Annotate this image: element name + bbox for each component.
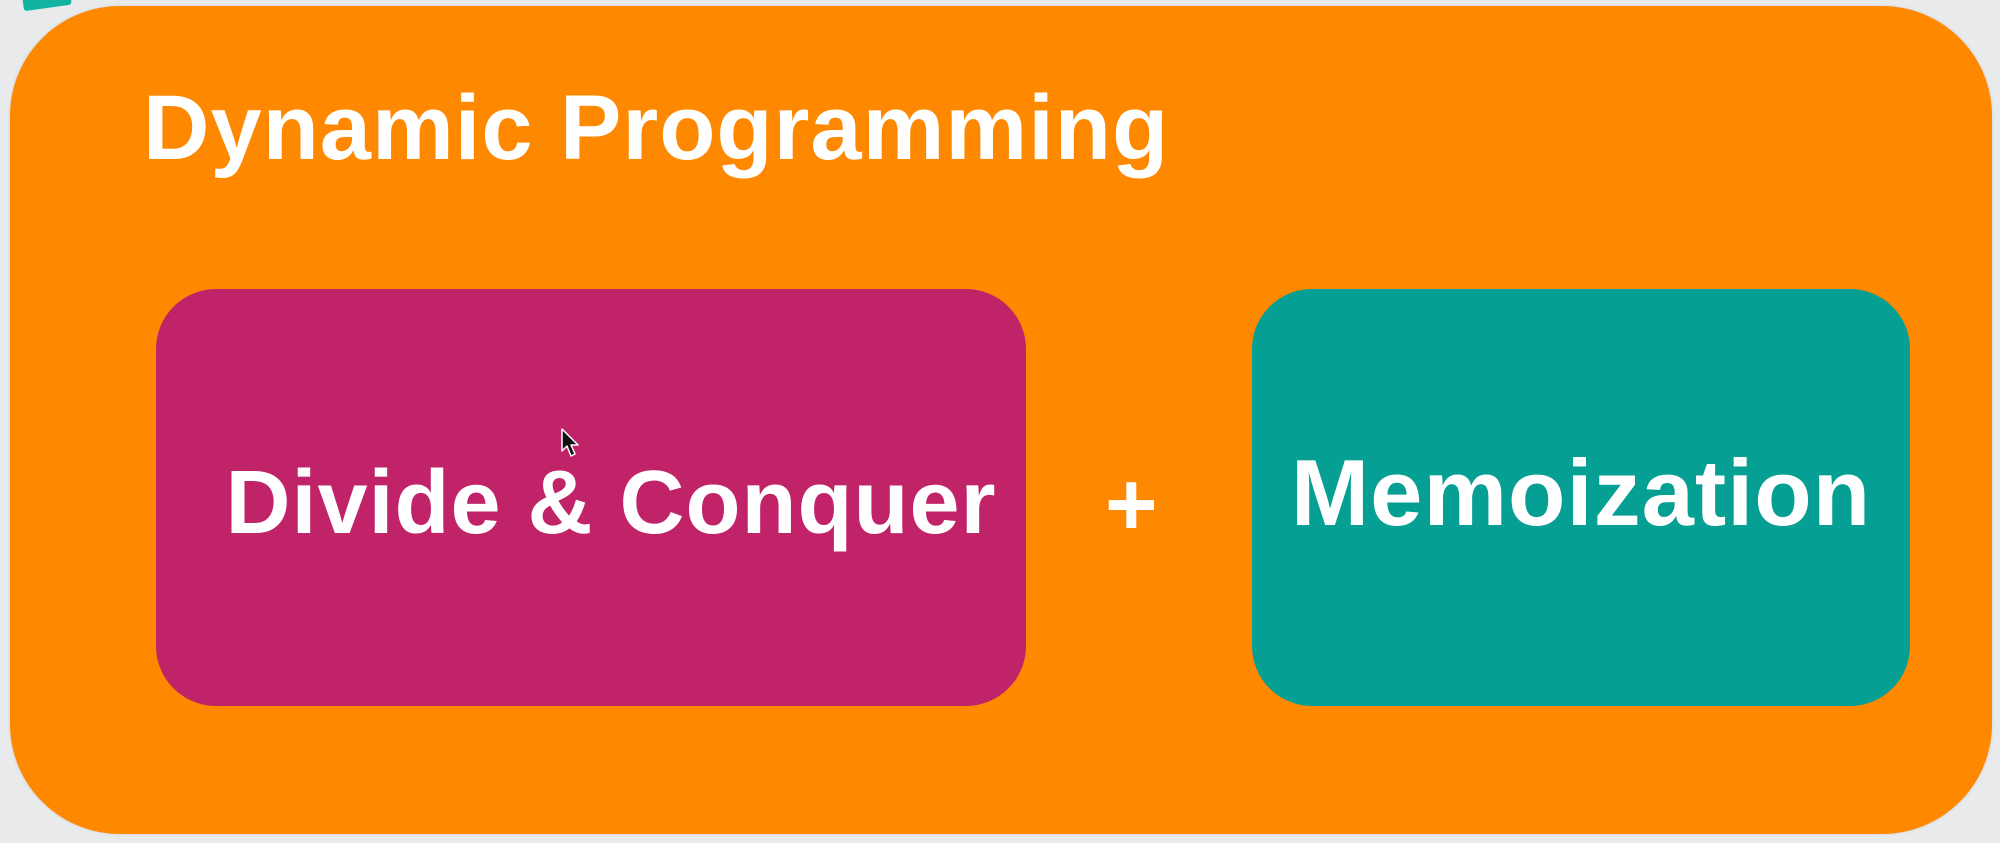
divide-and-conquer-label: Divide & Conquer <box>225 452 997 553</box>
memoization-label: Memoization <box>1290 439 1872 545</box>
diagram-title: Dynamic Programming <box>143 77 1170 179</box>
memoization-box: Memoization <box>1252 289 1910 706</box>
divide-and-conquer-box: Divide & Conquer <box>156 289 1026 706</box>
mouse-pointer-icon <box>561 428 579 457</box>
plus-operator: + <box>1105 455 1158 555</box>
corner-accent-shape <box>20 0 72 12</box>
